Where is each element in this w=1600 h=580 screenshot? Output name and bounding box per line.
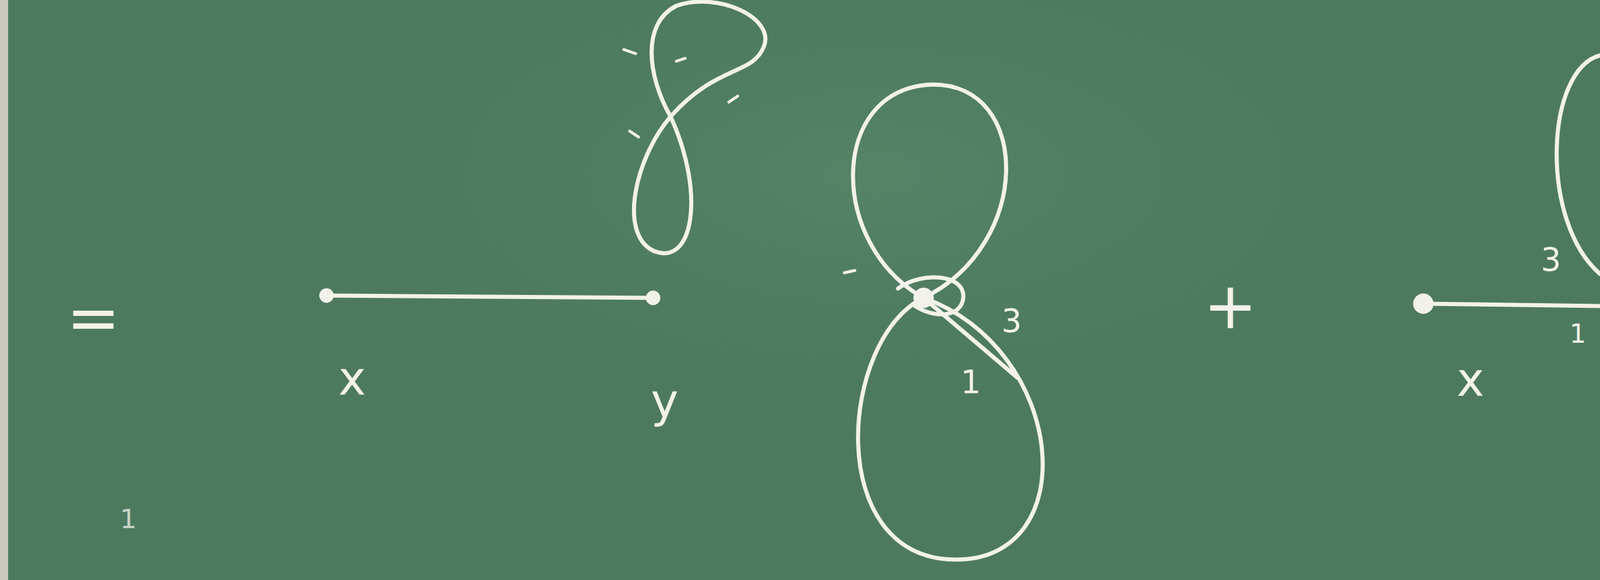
upper-loop bbox=[853, 84, 1007, 298]
vertex-label: y bbox=[650, 377, 679, 425]
faint-mark: 1 bbox=[120, 506, 138, 533]
lower-loop bbox=[858, 297, 1044, 560]
propagator-line bbox=[326, 295, 654, 298]
chalk-tick bbox=[623, 49, 636, 54]
partial-loop bbox=[1556, 55, 1600, 275]
leg-index: 1 bbox=[960, 366, 982, 399]
propagator-line bbox=[1423, 303, 1600, 307]
small-figure-eight bbox=[651, 1, 766, 117]
vertex-loop bbox=[897, 277, 964, 315]
vertex-dot bbox=[647, 292, 659, 304]
chalk-tick bbox=[676, 58, 686, 62]
leg-index: 3 bbox=[1001, 304, 1023, 338]
vertex-dot bbox=[321, 290, 332, 301]
board-left-edge bbox=[0, 0, 9, 580]
vertex-dot bbox=[1415, 295, 1432, 312]
leg-index: 1 bbox=[1569, 320, 1587, 347]
chalk-tick bbox=[728, 96, 738, 103]
vertex-dot bbox=[915, 289, 932, 307]
leg-index: 3 bbox=[1541, 243, 1562, 276]
vertex-label: x bbox=[1456, 356, 1484, 404]
chalk-smudge bbox=[349, 0, 1400, 409]
chalk-tick bbox=[844, 270, 855, 273]
equals-sign: = bbox=[66, 285, 121, 350]
chalk-tick bbox=[629, 131, 639, 138]
vertex-label: x bbox=[338, 355, 366, 403]
small-figure-eight bbox=[633, 116, 691, 254]
plus-sign: + bbox=[1203, 274, 1258, 339]
